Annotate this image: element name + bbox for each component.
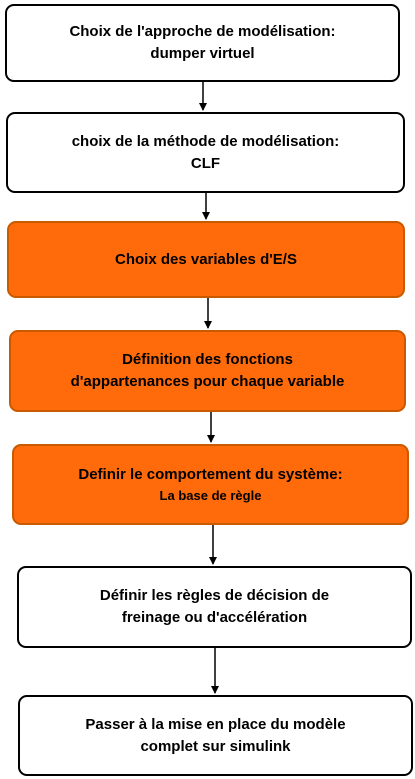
step-text-line-1: choix de la méthode de modélisation: xyxy=(71,132,340,150)
step-text-line-1: Choix des variables d'E/S xyxy=(115,250,297,268)
flow-step-approach: Choix de l'approche de modélisation: dum… xyxy=(5,4,400,82)
flow-step-rule-base: Definir le comportement du système: La b… xyxy=(12,444,409,525)
step-text-line-1: Définir les règles de décision de xyxy=(99,587,330,604)
flow-step-membership-functions: Définition des fonctions d'appartenances… xyxy=(9,330,406,412)
flow-step-variables: Choix des variables d'E/S xyxy=(7,221,405,298)
step-text-line-2: CLF xyxy=(190,154,221,172)
step-text-line-2: La base de règle xyxy=(159,487,262,503)
step-text-line-1: Choix de l'approche de modélisation: xyxy=(69,23,336,40)
step-text-line-2: freinage ou d'accélération xyxy=(121,609,308,626)
step-text-line-1: Définition des fonctions xyxy=(122,351,293,368)
flow-step-simulink-model: Passer à la mise en place du modèle comp… xyxy=(18,695,413,776)
flow-step-decision-rules: Définir les règles de décision de freina… xyxy=(17,566,412,648)
step-text-line-2: d'appartenances pour chaque variable xyxy=(70,373,345,390)
step-text-line-1: Passer à la mise en place du modèle xyxy=(85,715,346,733)
step-text-line-2: dumper virtuel xyxy=(150,45,255,62)
step-text-line-1: Definir le comportement du système: xyxy=(78,465,343,483)
flow-step-method: choix de la méthode de modélisation: CLF xyxy=(6,112,405,193)
step-text-line-2: complet sur simulink xyxy=(140,737,291,755)
